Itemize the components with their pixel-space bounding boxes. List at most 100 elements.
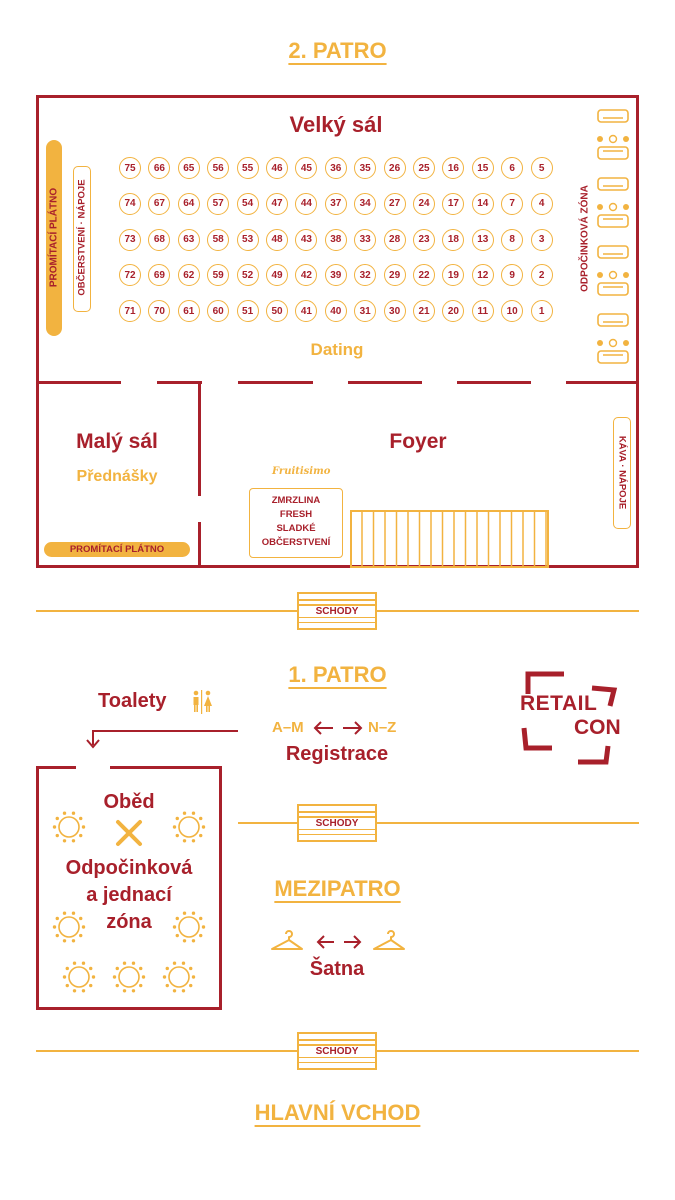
- toilets-label: Toalety: [98, 690, 167, 712]
- wall-small-hall-2: [198, 522, 201, 568]
- wall-mid-5: [457, 381, 531, 384]
- logo-text-retail: RETAIL: [520, 692, 598, 715]
- seat-4: 4: [530, 192, 553, 215]
- seat-47: 47: [266, 192, 288, 215]
- seat-dot: [623, 204, 629, 210]
- dating-label: Dating: [310, 340, 364, 359]
- seat-38: 38: [324, 228, 347, 251]
- lunch-label: Oběd: [103, 791, 155, 813]
- coffee-box: [613, 417, 631, 529]
- seat-20: 20: [442, 300, 465, 323]
- ice-cream-line-4: OBČERSTVENÍ: [261, 537, 331, 548]
- stairs-3-label: SCHODY: [315, 1046, 359, 1057]
- seat-59: 59: [207, 264, 230, 287]
- registration-range-right: N–Z: [368, 719, 397, 736]
- seat-28: 28: [383, 228, 406, 251]
- seat-32: 32: [354, 264, 377, 287]
- lunch-wall-left: [36, 766, 39, 1010]
- refresh-box-left: [73, 166, 91, 312]
- round-table-icon: [52, 811, 86, 843]
- seat-dot: [597, 272, 603, 278]
- seat-18: 18: [442, 228, 465, 251]
- seat-48: 48: [266, 228, 288, 251]
- lunch-wall-top-right: [110, 766, 222, 769]
- seat-dot: [597, 204, 603, 210]
- seat-dot: [623, 136, 629, 142]
- seat-37: 37: [324, 192, 347, 215]
- seat-57: 57: [207, 192, 230, 215]
- projection-screen-small: PROMÍTACÍ PLÁTNO: [44, 542, 190, 557]
- rest-meeting-zone-label: Odpočinková a jednací zóna: [39, 855, 219, 936]
- seat-2: 2: [530, 264, 553, 287]
- seat-44: 44: [295, 192, 318, 215]
- seat-42: 42: [295, 264, 318, 287]
- seat-16: 16: [442, 157, 465, 179]
- seat-14: 14: [471, 192, 494, 215]
- seat-69: 69: [148, 264, 171, 287]
- registration-label: Registrace: [285, 743, 389, 765]
- seat-5: 5: [530, 157, 553, 179]
- small-hall-label: Malý sál: [76, 430, 158, 453]
- seat-35: 35: [354, 157, 377, 179]
- seat-7: 7: [501, 192, 524, 215]
- seat-54: 54: [236, 192, 259, 215]
- seat-6: 6: [501, 157, 524, 179]
- seat-61: 61: [177, 300, 200, 323]
- stairs-1-label: SCHODY: [315, 606, 359, 617]
- projection-screen-left-label: PROMÍTACÍ PLÁTNO: [48, 187, 60, 288]
- stairs-3: SCHODY: [297, 1032, 377, 1070]
- sofa-icon: [597, 245, 629, 259]
- sofa-icon: [597, 146, 629, 160]
- wall-small-hall-1: [198, 381, 201, 496]
- seat-8: 8: [501, 228, 524, 251]
- seat-19: 19: [442, 264, 465, 287]
- seat-62: 62: [177, 264, 200, 287]
- wall-right: [636, 95, 639, 568]
- seat-13: 13: [471, 228, 494, 251]
- seat-65: 65: [177, 157, 200, 179]
- registration-range-left: A–M: [272, 719, 304, 736]
- wall-mid-2: [157, 381, 202, 384]
- seat-63: 63: [177, 228, 200, 251]
- seat-26: 26: [383, 157, 406, 179]
- seat-52: 52: [236, 264, 259, 287]
- seat-41: 41: [295, 300, 318, 323]
- seat-64: 64: [177, 192, 200, 215]
- wall-bottom: [36, 565, 639, 568]
- seat-10: 10: [501, 300, 524, 323]
- cutlery-icon: [116, 820, 142, 846]
- cloakroom-label: Šatna: [309, 958, 365, 980]
- level-line-2: [238, 822, 639, 824]
- zone-line-3: zóna: [106, 911, 152, 933]
- sofa-icon: [597, 177, 629, 191]
- sofa-icon: [597, 214, 629, 228]
- wall-left: [36, 95, 39, 568]
- wall-mid-3: [238, 381, 313, 384]
- fruitisimo-logo: Fruitisimo: [272, 466, 331, 477]
- seat-21: 21: [413, 300, 435, 323]
- seat-40: 40: [324, 300, 347, 323]
- lunch-wall-bottom: [36, 1007, 222, 1010]
- seat-dot: [597, 340, 603, 346]
- seat-1: 1: [530, 300, 553, 323]
- retailcon-logo-frame: [521, 671, 618, 765]
- seat-dot: [608, 134, 618, 144]
- round-table-icon: [172, 911, 206, 943]
- seat-dot: [623, 340, 629, 346]
- seat-29: 29: [383, 264, 406, 287]
- seat-56: 56: [207, 157, 230, 179]
- seat-dot: [608, 338, 618, 348]
- round-table-icon: [62, 961, 96, 993]
- seat-75: 75: [119, 157, 141, 179]
- seat-43: 43: [295, 228, 318, 251]
- stairs-2-label: SCHODY: [315, 818, 359, 829]
- seat-22: 22: [413, 264, 435, 287]
- wall-mid-6: [566, 381, 639, 384]
- seat-55: 55: [236, 157, 259, 179]
- ice-cream-line-1: ZMRZLINA: [271, 495, 321, 506]
- seat-67: 67: [148, 192, 171, 215]
- seat-74: 74: [119, 192, 141, 215]
- seat-70: 70: [148, 300, 171, 323]
- floor1-title: 1. PATRO: [288, 662, 387, 687]
- seat-58: 58: [207, 228, 230, 251]
